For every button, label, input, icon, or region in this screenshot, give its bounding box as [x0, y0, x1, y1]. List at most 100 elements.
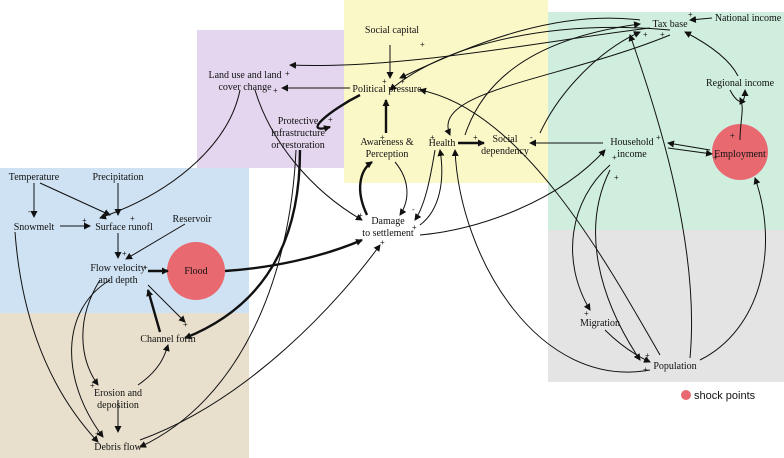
- link: [125, 223, 186, 260]
- region-economy: [548, 12, 784, 230]
- sign-plus: +: [643, 365, 648, 374]
- sign-plus: +: [473, 133, 478, 142]
- link: [316, 93, 361, 132]
- node-population: Population: [653, 361, 696, 372]
- sign-plus: +: [612, 153, 617, 162]
- sign-plus: +: [400, 77, 405, 86]
- region-social: [344, 0, 548, 183]
- node-protective: Protective: [278, 116, 319, 127]
- node-surface-runoff: Surface runofl: [95, 222, 153, 233]
- legend-shock-label: shock points: [694, 390, 756, 402]
- sign-plus: +: [82, 216, 87, 225]
- node-national-income: National income: [715, 13, 782, 24]
- link: [14, 231, 99, 443]
- sign-plus: +: [358, 211, 363, 220]
- link: [389, 27, 671, 91]
- node-protective-2: infrastructure: [271, 128, 325, 139]
- link: [667, 147, 713, 157]
- sign-plus: +: [90, 381, 95, 390]
- sign-plus: +: [584, 309, 589, 318]
- node-political-pressure: Political pressure: [352, 84, 422, 95]
- node-protective-3: or restoration: [271, 140, 325, 151]
- node-household-income: Household: [610, 137, 653, 148]
- sign-plus: +: [420, 40, 425, 49]
- node-damage: Damage: [371, 216, 405, 227]
- shock-point-flood: [167, 242, 225, 300]
- sign-plus: +: [95, 429, 100, 438]
- link: [464, 21, 641, 136]
- node-reservoir: Reservoir: [173, 214, 213, 225]
- node-channel-form: Channel form: [140, 334, 195, 345]
- node-awareness: Awareness &: [360, 137, 413, 148]
- node-damage-2: to settlement: [362, 228, 414, 239]
- node-social-capital: Social capital: [365, 25, 419, 36]
- sign-plus: +: [380, 238, 385, 247]
- node-labels: Temperature Precipitation Snowmelt Surfa…: [9, 13, 782, 453]
- link: [628, 34, 693, 359]
- link: [139, 149, 297, 448]
- link: [419, 149, 445, 226]
- region-land-management: [197, 30, 344, 168]
- sign-plus: +: [285, 69, 290, 78]
- link: [82, 279, 101, 386]
- link: [394, 161, 408, 216]
- sign-plus: +: [130, 214, 135, 223]
- link: [667, 140, 711, 151]
- link: [539, 31, 641, 134]
- sign-plus: +: [645, 351, 650, 360]
- sign-minus: -: [530, 133, 533, 142]
- node-household-income-2: income: [617, 149, 647, 160]
- link: [254, 89, 363, 221]
- link: [71, 279, 111, 438]
- sign-plus: +: [412, 223, 417, 232]
- sign-plus: +: [328, 115, 333, 124]
- node-health: Health: [429, 138, 456, 149]
- link: [604, 329, 651, 363]
- sign-plus: +: [660, 30, 665, 39]
- link: [414, 149, 436, 221]
- node-social-dependency-2: dependency: [481, 146, 529, 157]
- node-regional-income: Regional income: [706, 78, 775, 89]
- sign-plus: +: [382, 77, 387, 86]
- link: [137, 344, 170, 386]
- node-flow-velocity-2: and depth: [98, 275, 137, 286]
- link: [739, 97, 746, 141]
- link: [224, 238, 363, 273]
- legend-shock-marker: [681, 390, 691, 400]
- node-precipitation: Precipitation: [92, 172, 143, 183]
- node-flood: Flood: [184, 266, 207, 277]
- sign-plus: +: [688, 10, 693, 19]
- polarity-signs: - + + + + + + + + + + + + + + + + + - + …: [28, 10, 735, 438]
- region-geomorphology: [0, 313, 249, 458]
- sign-minus: -: [28, 207, 31, 216]
- shock-point-employment: [712, 124, 768, 180]
- sign-plus: +: [713, 153, 718, 162]
- sign-plus: +: [656, 133, 661, 142]
- sign-plus: +: [380, 133, 385, 142]
- node-erosion: Erosion and: [94, 388, 142, 399]
- link: [99, 89, 241, 220]
- node-land-use: Land use and land: [208, 70, 281, 81]
- node-awareness-2: Perception: [366, 149, 409, 160]
- node-debris-flow: Debris flow: [94, 442, 142, 453]
- sign-plus: +: [102, 210, 107, 219]
- node-flow-velocity: Flow velocity: [90, 263, 145, 274]
- link: [147, 284, 186, 323]
- link: [444, 34, 671, 136]
- node-erosion-2: deposition: [97, 400, 139, 411]
- link: [684, 31, 739, 77]
- node-migration: Migration: [580, 318, 620, 329]
- sign-plus: +: [730, 131, 735, 140]
- link: [146, 289, 162, 333]
- node-social-dependency: Social: [493, 134, 518, 145]
- link: [358, 161, 373, 216]
- link: [572, 164, 611, 311]
- sign-plus: +: [273, 86, 278, 95]
- link: [595, 169, 641, 361]
- node-temperature: Temperature: [9, 172, 60, 183]
- node-land-use-2: cover change: [218, 82, 272, 93]
- link: [419, 149, 606, 236]
- sign-plus: +: [122, 249, 127, 258]
- link: [39, 182, 111, 216]
